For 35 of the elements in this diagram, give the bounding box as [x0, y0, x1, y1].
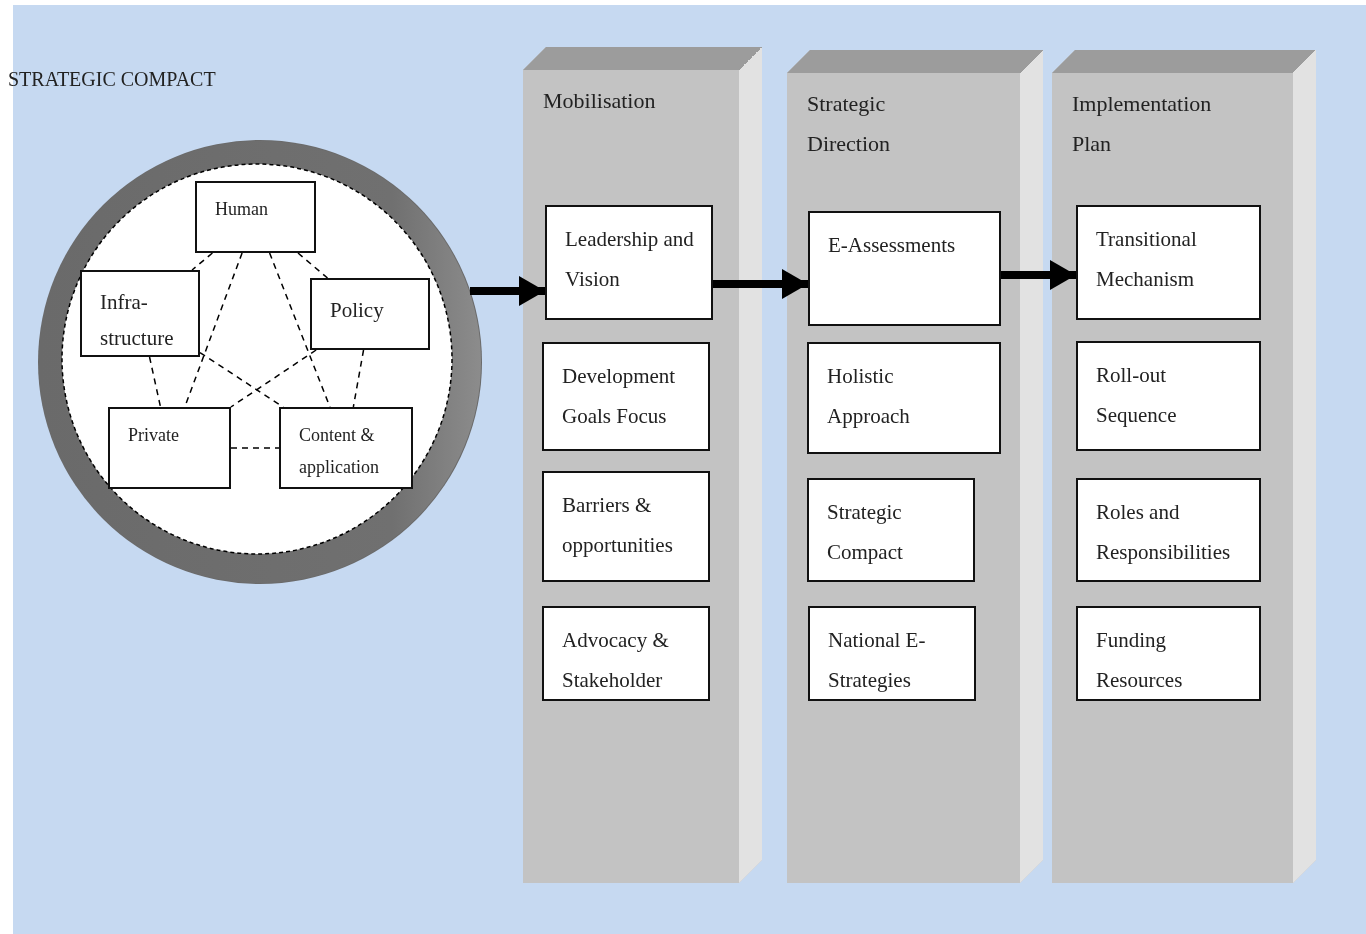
arrow	[1001, 260, 1076, 290]
dashed-connector	[297, 252, 329, 279]
text-box: Roll-out Sequence	[1076, 341, 1261, 451]
dashed-connector	[352, 349, 365, 408]
arrow	[470, 276, 545, 306]
text-box: Funding Resources	[1076, 606, 1261, 701]
dashed-connector	[230, 447, 280, 449]
text-box: Transitional Mechanism	[1076, 205, 1261, 320]
text-box: Strategic Compact	[807, 478, 975, 582]
text-box: Development Goals Focus	[542, 342, 710, 451]
text-box: Barriers & opportunities	[542, 471, 710, 582]
diagram-title: STRATEGIC COMPACT	[8, 67, 216, 92]
pillar-column	[1052, 50, 1316, 883]
text-box: Infra- structure	[80, 270, 200, 357]
text-box: Policy	[310, 278, 430, 350]
text-box: Content & application	[279, 407, 413, 489]
text-box: Human	[195, 181, 316, 253]
arrow	[713, 269, 808, 299]
text-box: Holistic Approach	[807, 342, 1001, 454]
dashed-connector	[268, 252, 331, 408]
text-box: Leadership and Vision	[545, 205, 713, 320]
dashed-connector	[148, 356, 162, 408]
dashed-connector	[191, 252, 214, 271]
column-heading: Implementation Plan	[1072, 90, 1213, 158]
text-box: Advocacy & Stakeholder	[542, 606, 710, 701]
dashed-connector	[230, 349, 317, 408]
text-box: E-Assessments	[808, 211, 1001, 326]
text-box: National E-Strategies	[808, 606, 976, 701]
dashed-connector	[199, 351, 284, 408]
column-heading: Mobilisation	[543, 87, 657, 115]
pillar-column	[787, 50, 1043, 883]
text-box: Roles and Responsibilities	[1076, 478, 1261, 582]
column-heading: Strategic Direction	[807, 90, 892, 158]
pillar-column	[523, 47, 762, 883]
text-box: Private	[108, 407, 231, 489]
